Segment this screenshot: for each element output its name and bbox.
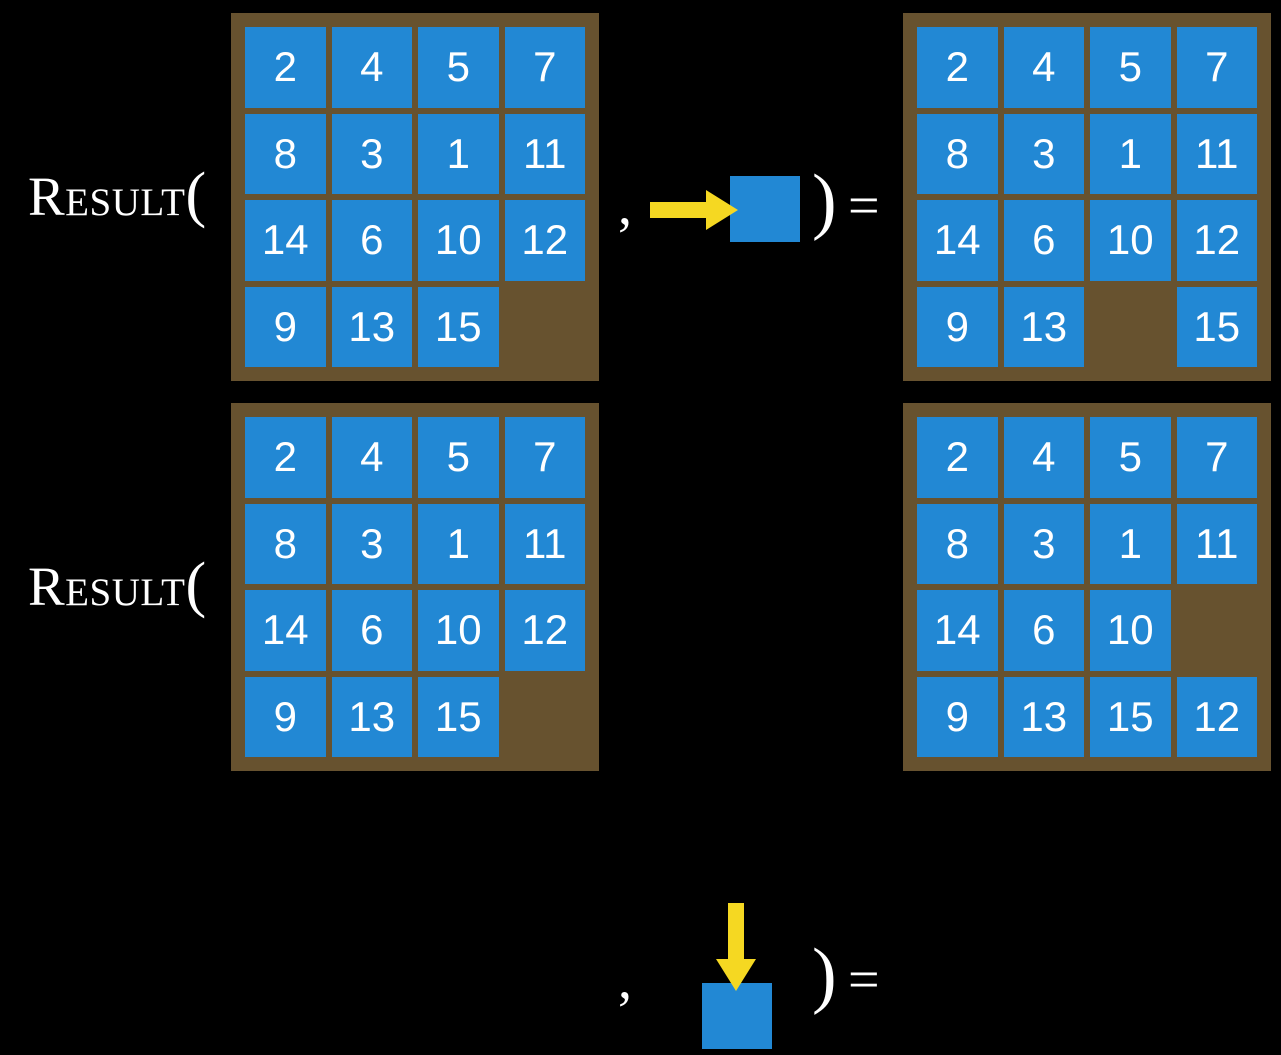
puzzle-tile[interactable]: 14 [245,590,326,671]
comma-separator-bottom: , [618,949,632,1011]
puzzle-blank-cell [505,287,586,368]
puzzle-tile[interactable]: 9 [917,286,998,367]
puzzle-tile[interactable]: 5 [418,417,499,498]
puzzle-tile[interactable]: 11 [504,113,585,194]
puzzle-tile[interactable]: 4 [1003,417,1084,498]
result-label-top: Result( [28,164,207,226]
puzzle-tile[interactable]: 3 [331,113,412,194]
puzzle-tile[interactable]: 7 [1176,27,1257,108]
puzzle-tile[interactable]: 1 [1090,113,1171,194]
puzzle-tile[interactable]: 14 [917,200,998,281]
action-move-right[interactable] [650,168,810,252]
puzzle-tile[interactable]: 11 [1176,113,1257,194]
puzzle-tile[interactable]: 4 [1003,27,1084,108]
puzzle-tile[interactable]: 9 [245,676,326,757]
open-paren-top: ( [185,161,207,229]
puzzle-tile[interactable]: 8 [917,113,998,194]
puzzle-tile[interactable]: 13 [1003,286,1084,367]
close-paren-bottom: ) [812,934,837,1016]
blank-tile-target-down [702,983,772,1049]
puzzle-tile[interactable]: 15 [418,286,499,367]
puzzle-tile[interactable]: 7 [1176,417,1257,498]
puzzle-tile[interactable]: 1 [1090,503,1171,584]
equals-sign-top: = [848,175,880,237]
arrow-right-icon [650,190,738,230]
puzzle-tile[interactable]: 1 [418,503,499,584]
puzzle-tile[interactable]: 1 [418,113,499,194]
equals-sign-bottom: = [848,949,880,1011]
puzzle-tile[interactable]: 9 [245,286,326,367]
puzzle-tile[interactable]: 13 [331,676,412,757]
puzzle-tile[interactable]: 11 [1176,503,1257,584]
result-label-text-bottom: Result [28,556,186,617]
puzzle-tile[interactable]: 6 [1003,200,1084,281]
puzzle-tile[interactable]: 2 [917,417,998,498]
puzzle-tile[interactable]: 15 [1176,286,1257,367]
puzzle-tile[interactable]: 7 [504,417,585,498]
puzzle-tile[interactable]: 15 [1090,676,1171,757]
blank-tile-target-right [730,176,800,242]
puzzle-blank-cell [1177,590,1258,671]
open-paren-bottom: ( [185,551,207,619]
puzzle-blank-cell [505,677,586,758]
puzzle-tile[interactable]: 8 [917,503,998,584]
puzzle-tile[interactable]: 3 [1003,113,1084,194]
puzzle-tile[interactable]: 12 [1176,676,1257,757]
puzzle-tile[interactable]: 8 [245,503,326,584]
puzzle-tile[interactable]: 12 [1176,200,1257,281]
action-move-down[interactable] [690,895,790,1055]
puzzle-tile[interactable]: 4 [331,27,412,108]
puzzle-tile[interactable]: 6 [1003,590,1084,671]
puzzle-tile[interactable]: 8 [245,113,326,194]
puzzle-tile[interactable]: 2 [245,417,326,498]
puzzle-tile[interactable]: 7 [504,27,585,108]
result-label-text-top: Result [28,166,186,227]
puzzle-tile[interactable]: 12 [504,590,585,671]
puzzle-tile[interactable]: 15 [418,676,499,757]
result-label-bottom: Result( [28,554,207,616]
puzzle-tile[interactable]: 6 [331,590,412,671]
puzzle-tile[interactable]: 5 [1090,27,1171,108]
puzzle-tile[interactable]: 6 [331,200,412,281]
puzzle-tile[interactable]: 3 [331,503,412,584]
puzzle-tile[interactable]: 10 [418,200,499,281]
comma-separator-top: , [618,175,632,237]
puzzle-tile[interactable]: 2 [245,27,326,108]
puzzle-tile[interactable]: 14 [245,200,326,281]
puzzle-tile[interactable]: 11 [504,503,585,584]
puzzle-tile[interactable]: 5 [418,27,499,108]
puzzle-tile[interactable]: 4 [331,417,412,498]
arrow-down-icon [716,903,756,991]
puzzle-tile[interactable]: 12 [504,200,585,281]
puzzle-tile[interactable]: 9 [917,676,998,757]
puzzle-tile[interactable]: 3 [1003,503,1084,584]
puzzle-tile[interactable]: 5 [1090,417,1171,498]
puzzle-tile[interactable]: 10 [418,590,499,671]
puzzle-tile[interactable]: 14 [917,590,998,671]
puzzle-blank-cell [1090,287,1171,368]
close-paren-top: ) [812,160,837,242]
puzzle-tile[interactable]: 10 [1090,200,1171,281]
puzzle-tile[interactable]: 13 [331,286,412,367]
puzzle-tile[interactable]: 10 [1090,590,1171,671]
puzzle-tile[interactable]: 13 [1003,676,1084,757]
puzzle-tile[interactable]: 2 [917,27,998,108]
